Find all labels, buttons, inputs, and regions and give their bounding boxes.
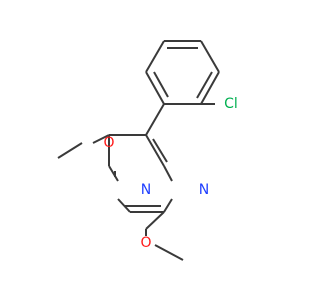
bond: [108, 165, 119, 182]
atom-label-o2: O: [140, 235, 151, 251]
atom-label-n1: N: [199, 182, 209, 198]
bond: [153, 71, 169, 98]
atom-label-n3: N: [141, 182, 151, 198]
bond: [152, 138, 168, 163]
bond: [145, 211, 165, 230]
atom-label-cl: Cl: [224, 96, 238, 112]
bond: [117, 198, 131, 213]
bond: [145, 71, 165, 105]
atom-label-o4: O: [103, 135, 114, 151]
bond: [145, 40, 165, 73]
bond: [57, 142, 83, 159]
bond: [196, 71, 213, 99]
molecule-diagram: Cl N N O O: [57, 40, 238, 261]
bond: [163, 198, 173, 213]
bond-lines: [57, 40, 220, 261]
bond: [145, 134, 165, 167]
bond: [145, 103, 165, 136]
bond: [163, 165, 173, 182]
bond: [200, 40, 220, 73]
bond: [92, 134, 110, 144]
bond: [154, 244, 184, 261]
bond: [200, 71, 220, 105]
molecule-structure-svg: Cl N N O O: [57, 40, 238, 261]
